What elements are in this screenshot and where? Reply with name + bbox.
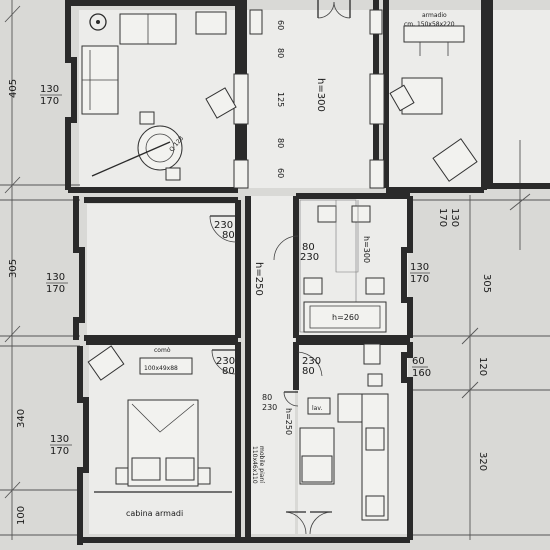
corridor-h-2: 80 [276,48,285,58]
dim-right-3: 320 [477,452,488,471]
ceiling-tub: h=260 [332,313,359,322]
door2-height: 80 [222,366,235,377]
como-label: comò [154,347,171,354]
dim-left-4: 100 [16,506,27,525]
entry-door [317,0,351,19]
door1-width: 230 [214,220,233,231]
door5-width: 80 [262,393,272,402]
corridor-h-5: 60 [276,168,285,178]
armadio-dims: cm. 150x58x220 [404,21,455,28]
door5-height: 230 [262,403,277,412]
win2-height: 130 [46,272,65,283]
door4-width: 80 [302,242,315,253]
mobile-label: mobile pianí [258,446,265,483]
win2-width: 170 [46,284,65,295]
armadio-label: armadio [422,12,447,19]
door4-height: 230 [300,252,319,263]
study-furniture [389,25,478,182]
win1-width: 170 [40,96,59,107]
corridor-h-4: 80 [276,138,285,148]
left-dimension-lines [0,0,80,540]
kitchen-fixtures [299,343,389,521]
dim-left-1: 405 [8,79,19,98]
ceiling-corridor: h=300 [315,78,326,112]
mobile-dims: 110x46x110 [251,446,258,484]
right-dimension-lines [410,140,550,540]
cabina-label: cabina armadi [126,509,183,518]
win5-height: 130 [410,262,429,273]
door3-width: 230 [302,356,321,367]
dim-left-3: 340 [16,409,27,428]
living-room-furniture [81,11,237,181]
corridor-h-3: 125 [276,92,285,107]
compass-icon [89,13,107,31]
lav-label: lav. [312,405,322,412]
win6-width: 160 [412,368,431,379]
win4-width: 170 [437,208,448,227]
door3-height: 80 [302,366,315,377]
door1-height: 80 [222,230,235,241]
win1-height: 130 [40,84,59,95]
dim-right-1: 305 [481,274,492,293]
bathroom-fixtures [299,199,387,333]
ceiling-kitchen: h=250 [284,408,293,435]
como-dims: 100x49x88 [144,365,178,372]
win6-height: 60 [412,356,425,367]
win4-height: 130 [449,208,460,227]
win3-height: 130 [50,434,69,445]
dim-right-2: 120 [477,357,488,376]
bedroom-furniture [87,345,232,493]
corridor-h-1: 60 [276,20,285,30]
win5-width: 170 [410,274,429,285]
ceiling-bath: h=300 [362,236,371,263]
win3-width: 170 [50,446,69,457]
dim-left-2: 305 [8,259,19,278]
ceiling-hall: h=250 [253,262,264,296]
corridor-fixtures [233,9,385,189]
room-floors [79,10,550,534]
door2-width: 230 [216,356,235,367]
interior-doors [209,215,333,535]
